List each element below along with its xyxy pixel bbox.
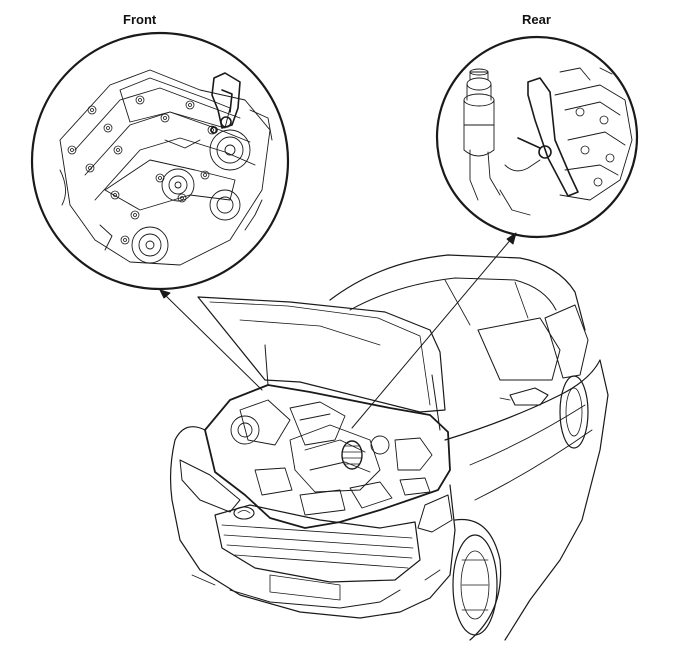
emblem-icon [233,506,255,520]
front-sensor-bracket [210,72,241,134]
rear-engine-illustration [463,67,633,216]
rear-detail-view [435,35,639,239]
car-illustration [169,254,609,641]
front-label: Front [123,12,157,27]
front-engine-illustration [59,69,273,266]
front-detail-circle [30,31,290,291]
engine-bay-components [230,399,433,516]
rear-leader-arrow [351,232,517,429]
open-hood [197,296,446,413]
front-grille [214,504,421,583]
rear-detail-circle [435,35,639,239]
front-detail-view [30,31,290,291]
rear-sensor-bracket [517,77,579,197]
rear-label: Rear [522,12,551,27]
engine-bay [204,384,451,529]
front-leader-arrow [159,289,263,391]
